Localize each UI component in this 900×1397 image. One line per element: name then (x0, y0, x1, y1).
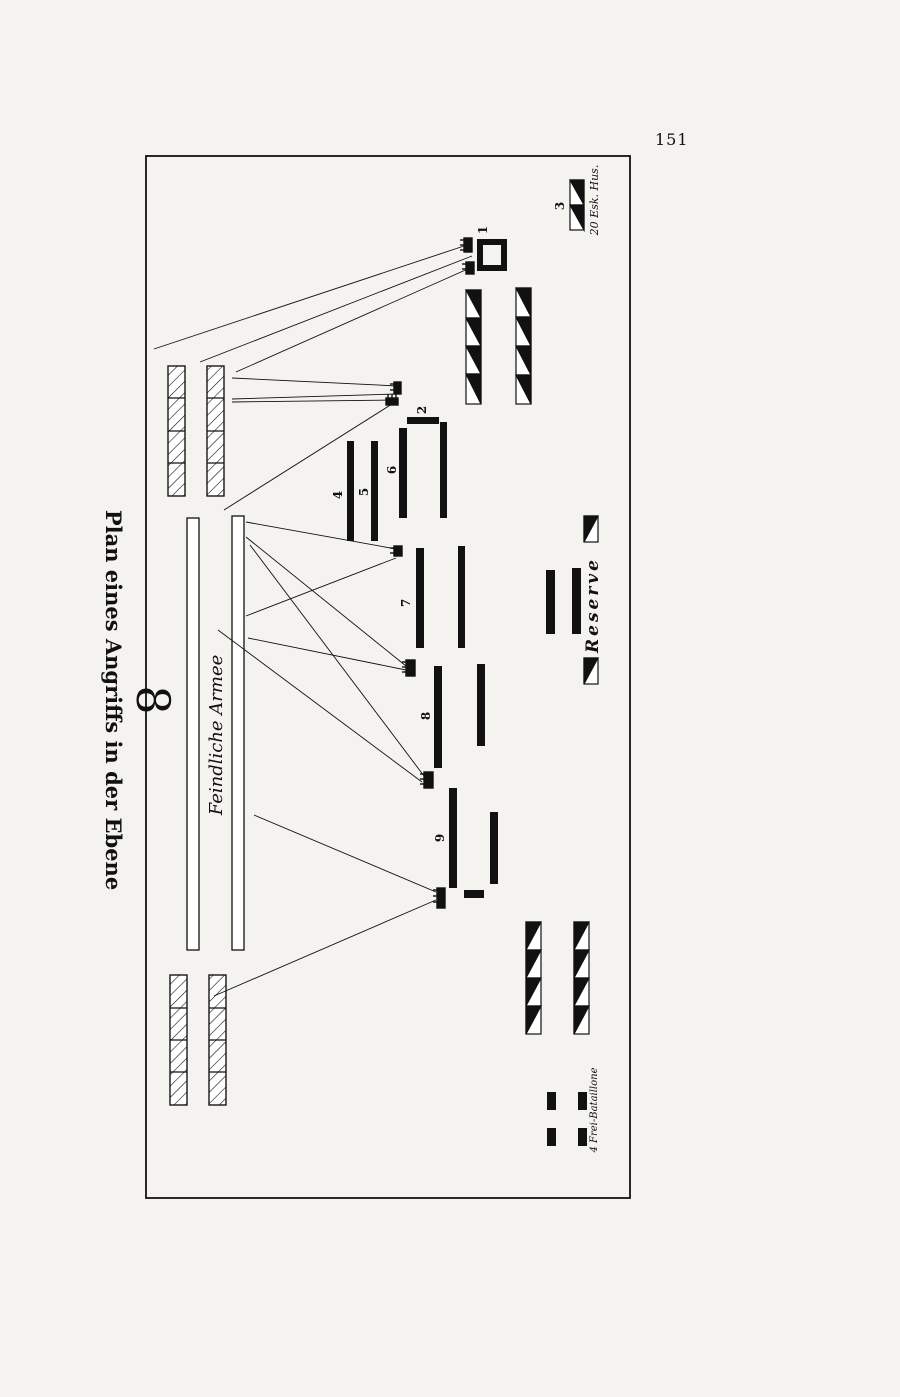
unit-number-3: 3 (553, 202, 567, 210)
own-cavalry-lower (525, 921, 591, 1035)
unit-number-8: 8 (419, 712, 433, 720)
unit-number-9: 9 (433, 834, 447, 842)
fire-lines (153, 243, 473, 997)
own-infantry-lines (347, 417, 498, 898)
reserve-infantry (546, 568, 581, 634)
hussars-detachment (568, 179, 585, 233)
enemy-infantry-line-1 (186, 517, 200, 951)
enemy-infantry-line-2 (231, 515, 245, 951)
unit-number-2: 2 (415, 406, 429, 414)
reserve-cavalry (583, 515, 600, 685)
enemy-cavalry-upper (167, 365, 225, 497)
unit-number-6: 6 (385, 466, 399, 474)
unit-number-7: 7 (399, 599, 413, 607)
reserve-label: Reserve (583, 557, 603, 654)
enemy-cavalry-lower (169, 974, 227, 1106)
unit-number-5: 5 (357, 488, 371, 496)
own-cavalry-upper (464, 287, 532, 405)
unit-number-1: 1 (476, 226, 490, 234)
plan-frame (145, 155, 631, 1199)
free-battalions-label: 4 Frei-Bataillone (589, 1067, 600, 1153)
hussars-label: 20 Esk. Hus. (588, 165, 601, 237)
page-number: 151 (655, 130, 689, 149)
free-battalions (547, 1092, 587, 1146)
unit-number-4: 4 (331, 491, 345, 499)
infantry-square-1 (477, 239, 507, 271)
artillery-batteries (385, 237, 475, 909)
enemy-army-label: Feindliche Armee (206, 655, 227, 817)
